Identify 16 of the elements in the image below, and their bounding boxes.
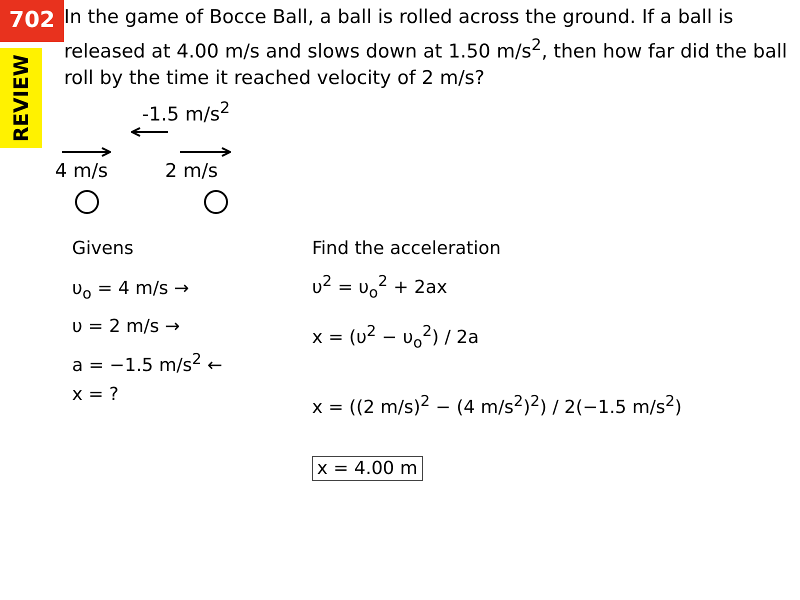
- equation: x = ?: [72, 384, 119, 405]
- equation: a = −1.5 m/s$^{2}$ ←: [72, 350, 222, 376]
- equation: x = ((2 m/s)$^{2}$ − (4 m/s$^{2}$)$^{2}$) / 2(−1.5 m/s$^{2}$): [312, 392, 682, 418]
- velocity-label: 2 m/s: [165, 160, 218, 182]
- step-heading: Find the acceleration: [312, 238, 501, 259]
- review-tab: REVIEW: [0, 48, 42, 148]
- question-text: In the game of Bocce Ball, a ball is rolled across the ground. If a ball is released at 4.00 m/s and slows down at 1.50 m/s$^{2}$, then how far did the ball roll by the time it reached velocity of 2 m/s?: [64, 5, 788, 92]
- problem-number: 702: [0, 0, 64, 42]
- equation: υ$_{o}$ = 4 m/s →: [72, 278, 190, 303]
- velocity-label: 4 m/s: [55, 160, 108, 182]
- equation: υ$^{2}$ = υ$_{o}$$^{2}$ + 2ax: [312, 272, 448, 302]
- givens-heading: Givens: [72, 238, 134, 259]
- answer-box: x = 4.00 m: [312, 456, 423, 481]
- equation: υ = 2 m/s →: [72, 316, 180, 337]
- acceleration-label: -1.5 m/s$^{2}$: [142, 98, 230, 126]
- equation: x = (υ$^{2}$ − υ$_{o}$$^{2}$) / 2a: [312, 322, 479, 352]
